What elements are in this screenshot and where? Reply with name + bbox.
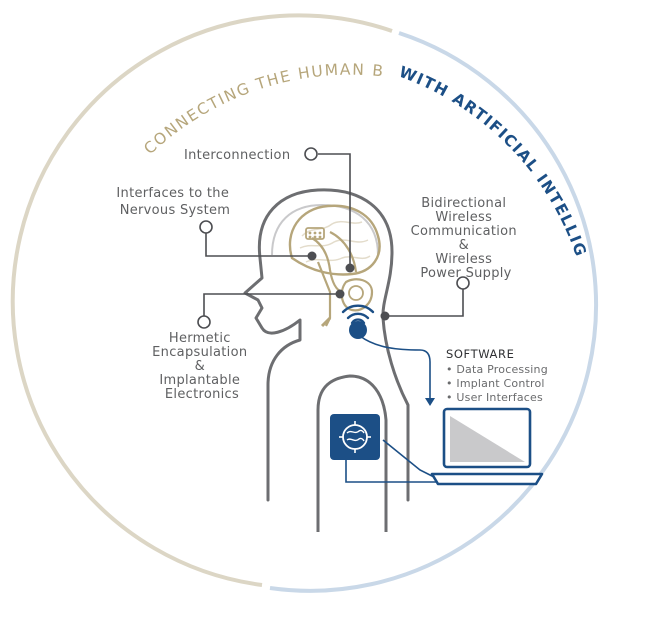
wireless-signal-icon <box>341 304 375 325</box>
label-interfaces: Interfaces to the Nervous System <box>116 186 233 218</box>
label-bidirectional: Bidirectional Wireless Communication & W… <box>411 196 522 281</box>
brain-chip-icon <box>330 414 380 460</box>
pointer-lines <box>203 153 464 317</box>
pointer-end-circles <box>197 147 470 329</box>
brain-gyri <box>299 220 371 263</box>
laptop-icon <box>430 407 544 486</box>
electrode-array <box>305 227 325 240</box>
electrode-dots <box>308 231 322 239</box>
label-interconnection: Interconnection <box>184 148 290 163</box>
ring-right-text: WITH ARTIFICIAL INTELLIGENCE <box>0 0 590 259</box>
ring-right-arc <box>269 31 599 593</box>
ring-left-arc <box>10 13 393 587</box>
pointer-dots <box>307 251 390 321</box>
software-title: SOFTWARE <box>446 347 514 361</box>
inner-head-contour <box>271 203 379 256</box>
gold-lead-1 <box>311 237 343 294</box>
link-arrowhead <box>425 398 435 406</box>
blue-link-lines <box>345 335 437 483</box>
head-body-outline <box>243 188 410 502</box>
neck-electrode <box>320 316 332 328</box>
brain-outline <box>288 204 381 276</box>
implant-coil <box>348 285 364 301</box>
neck-transmitter <box>349 321 367 339</box>
label-hermetic: Hermetic Encapsulation & Implantable Ele… <box>152 331 252 402</box>
software-list: • Data Processing • Implant Control • Us… <box>446 363 552 404</box>
gold-lead-2 <box>329 231 358 273</box>
shoulder-arm-outline <box>316 374 388 532</box>
ring-left-text: CONNECTING THE HUMAN BODY <box>0 0 385 158</box>
